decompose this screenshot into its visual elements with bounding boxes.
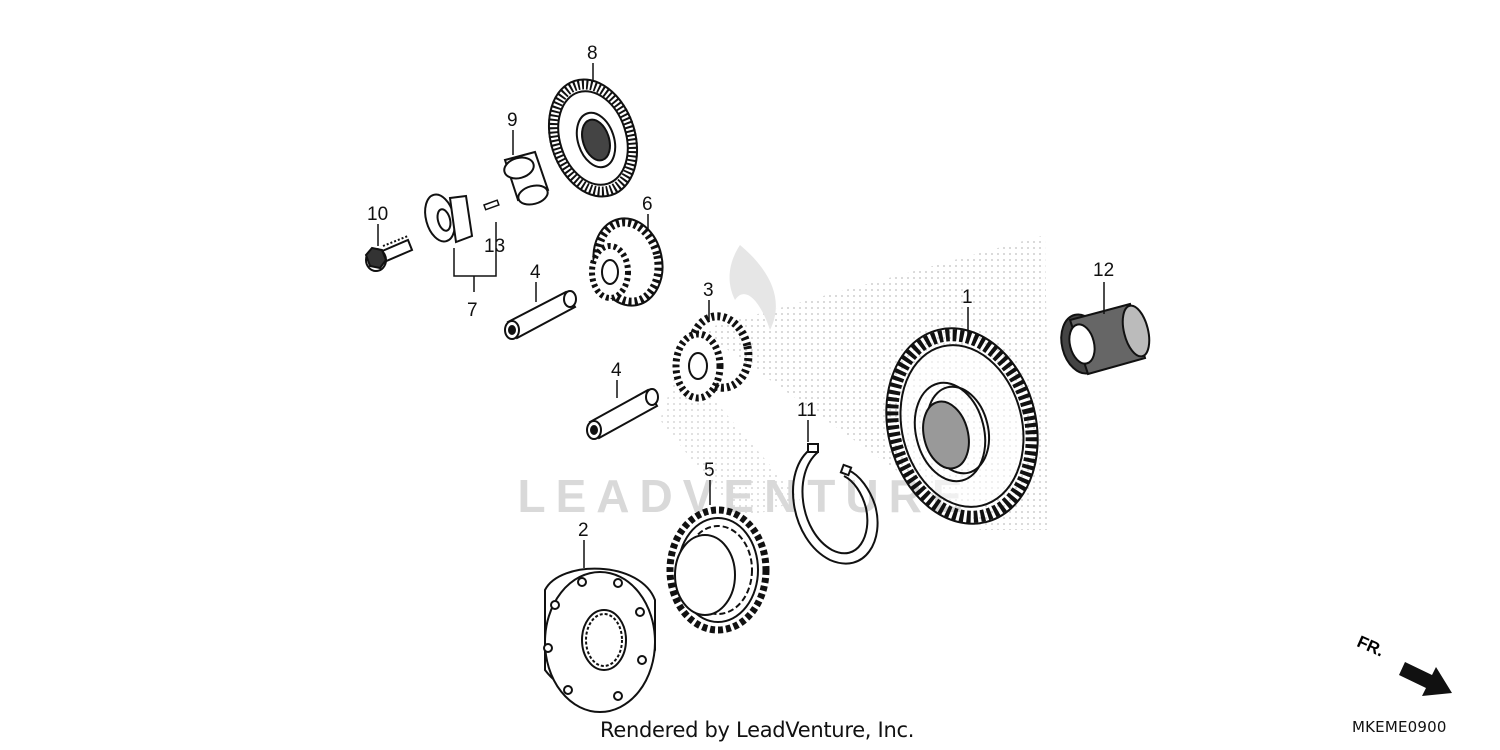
gear-8[interactable] xyxy=(535,68,652,208)
callout-2: 2 xyxy=(578,520,589,541)
callout-13: 13 xyxy=(484,236,505,257)
callout-4-upper: 4 xyxy=(530,262,541,283)
callout-10: 10 xyxy=(367,204,388,225)
callout-5: 5 xyxy=(704,460,715,481)
callout-12: 12 xyxy=(1093,260,1114,281)
callout-8: 8 xyxy=(587,43,598,64)
bolt-10[interactable] xyxy=(364,235,414,272)
snap-ring-11[interactable] xyxy=(792,443,879,565)
bearing-12[interactable] xyxy=(1055,302,1154,378)
callout-7: 7 xyxy=(467,300,478,321)
callout-3: 3 xyxy=(703,280,714,301)
collar-7[interactable] xyxy=(420,191,474,245)
callout-4-lower: 4 xyxy=(611,360,622,381)
diagram-code: MKEME0900 xyxy=(1352,718,1447,736)
bushing-9[interactable] xyxy=(502,150,550,208)
pin-13[interactable] xyxy=(483,199,500,211)
shaft-4-upper[interactable] xyxy=(504,290,577,340)
front-arrow-icon xyxy=(1399,662,1452,696)
housing-2[interactable] xyxy=(543,567,656,713)
clutch-5[interactable] xyxy=(666,506,770,634)
gear-1[interactable] xyxy=(866,312,1058,540)
render-credit: Rendered by LeadVenture, Inc. xyxy=(600,718,915,742)
callout-11: 11 xyxy=(797,400,817,421)
callout-6: 6 xyxy=(642,194,653,215)
callout-9: 9 xyxy=(507,110,518,131)
gear-6[interactable] xyxy=(586,212,671,312)
callout-1: 1 xyxy=(962,287,973,308)
shaft-4-lower[interactable] xyxy=(586,388,659,440)
gear-3[interactable] xyxy=(672,311,755,402)
